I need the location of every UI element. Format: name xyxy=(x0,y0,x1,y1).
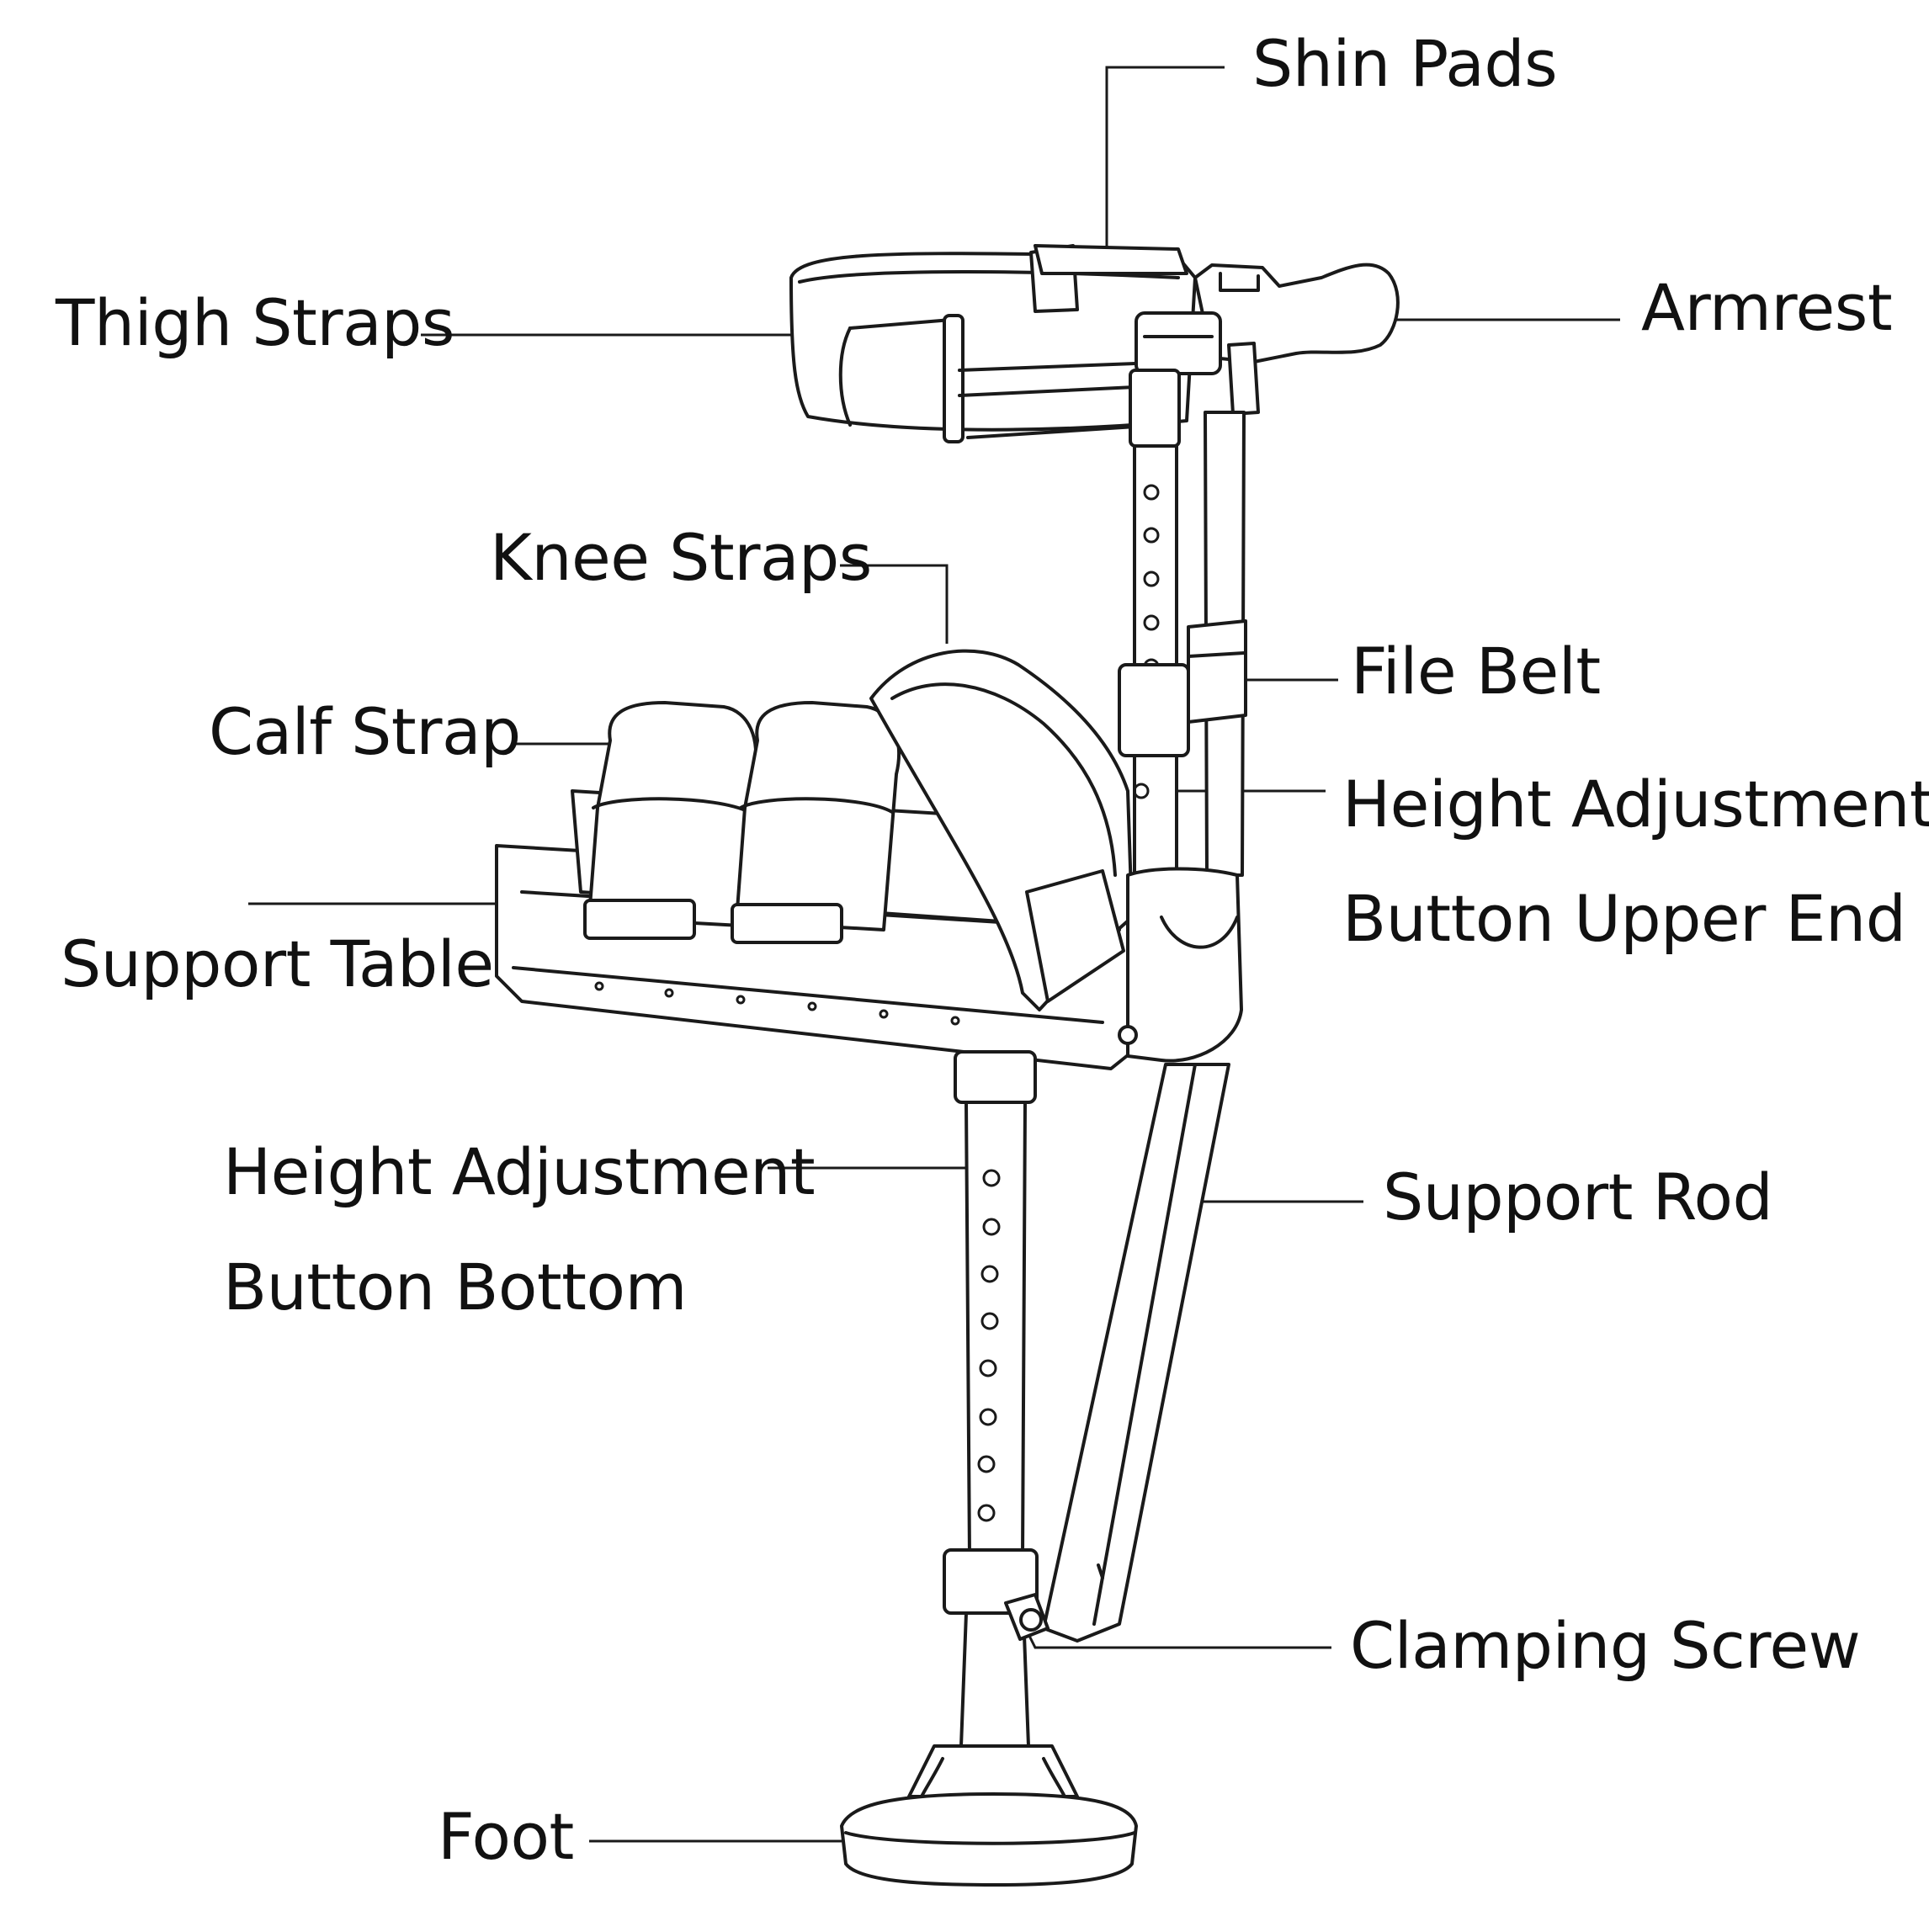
support-rod-drawing xyxy=(1004,1063,1230,1643)
armrest-drawing xyxy=(1135,263,1400,416)
label-height-upper-line2: Button Upper End xyxy=(1342,881,1906,956)
label-thigh-straps: Thigh Straps xyxy=(56,285,454,360)
lower-tube-drawing xyxy=(943,1050,1039,1748)
support-table-drawing xyxy=(495,649,1134,1070)
label-knee-straps: Knee Straps xyxy=(490,520,872,595)
foot-drawing xyxy=(840,1744,1138,1887)
label-height-bottom-line1: Height Adjustment xyxy=(223,1134,816,1209)
lower-tube-holes xyxy=(977,1169,1001,1522)
table-holes xyxy=(594,981,960,1026)
label-shin-pads: Shin Pads xyxy=(1252,26,1558,101)
thigh-strap-drawing xyxy=(789,244,1197,443)
leader-shin-pads xyxy=(1105,66,1225,248)
label-armrest: Armrest xyxy=(1641,270,1893,345)
leader-knee-straps xyxy=(840,564,949,644)
label-height-bottom-line2: Button Bottom xyxy=(223,1250,688,1324)
label-calf-strap: Calf Strap xyxy=(209,694,521,769)
label-height-upper-line1: Height Adjustment xyxy=(1342,767,1929,841)
label-clamping-screw: Clamping Screw xyxy=(1350,1608,1861,1683)
upper-tube-drawing xyxy=(1118,369,1247,910)
label-support-rod: Support Rod xyxy=(1383,1160,1773,1234)
label-foot: Foot xyxy=(438,1799,574,1874)
label-file-belt: File Belt xyxy=(1351,634,1601,709)
leader-lines xyxy=(248,66,1620,1843)
label-support-table: Support Table xyxy=(61,926,494,1001)
